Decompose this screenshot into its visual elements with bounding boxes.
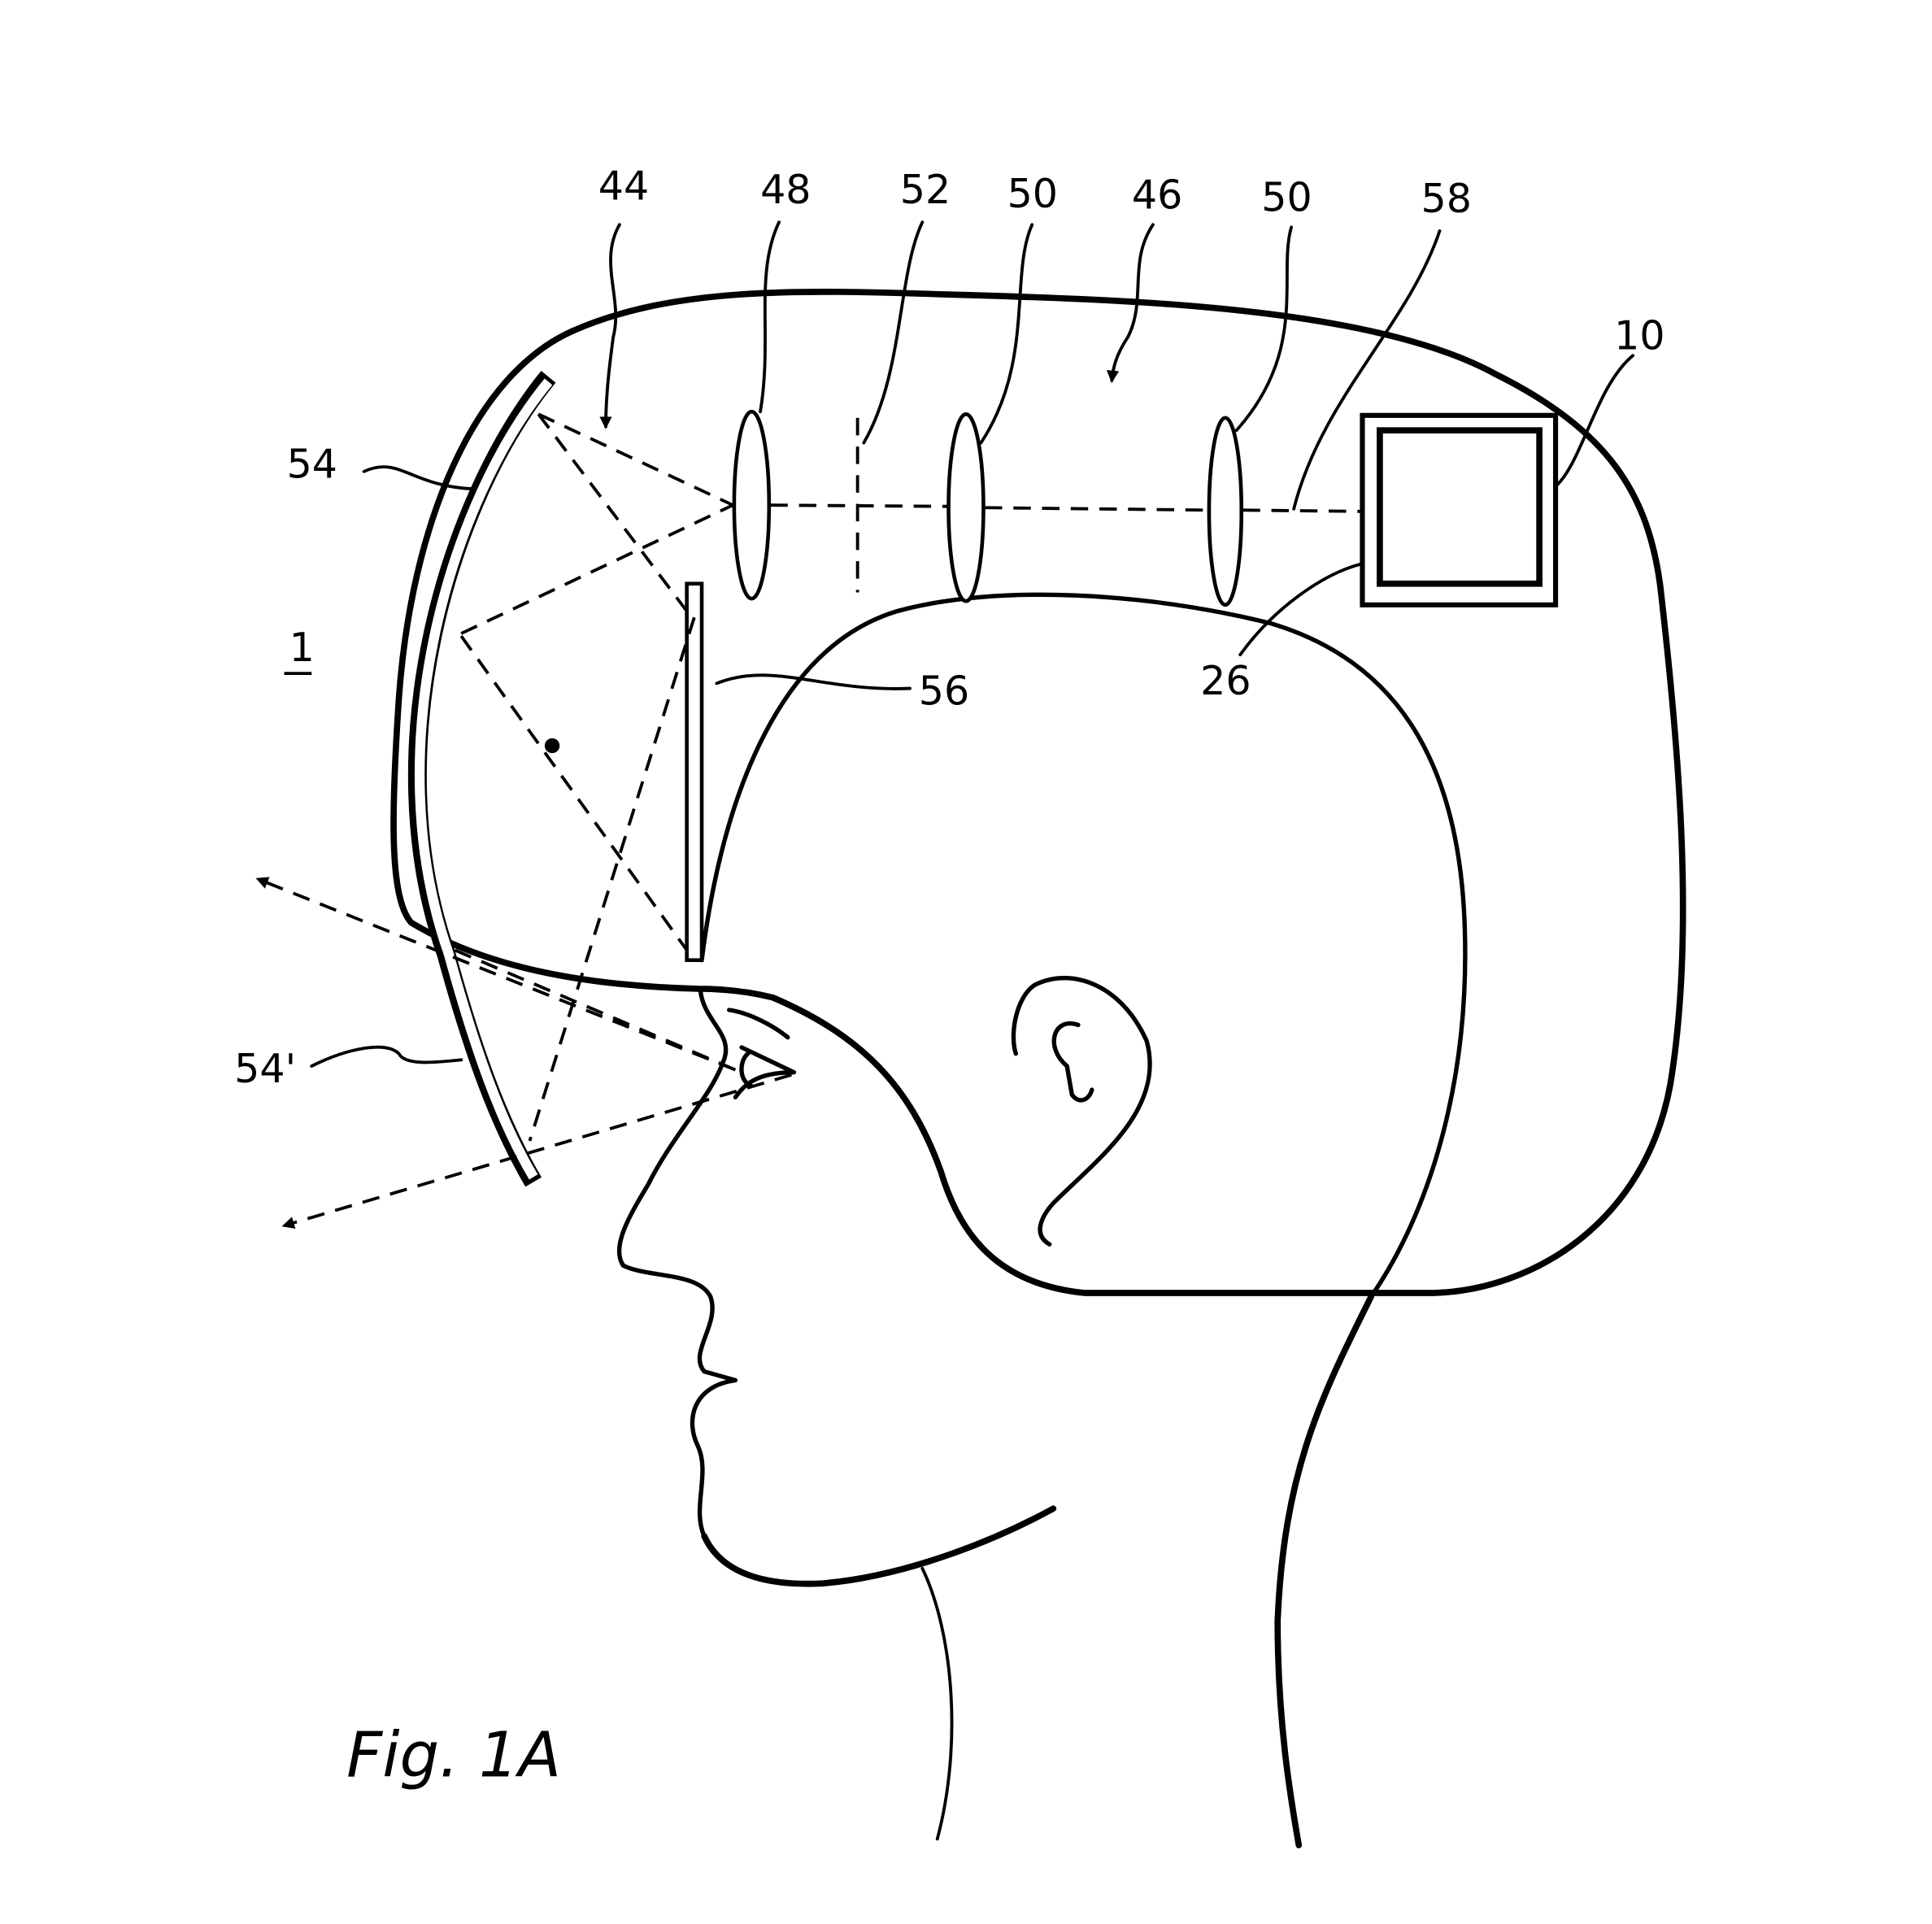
label-48: 48 xyxy=(760,166,811,213)
label-44: 44 xyxy=(598,163,649,210)
label-10: 10 xyxy=(1614,312,1664,359)
label-46: 46 xyxy=(1132,171,1182,218)
figure-title: Fig. 1A xyxy=(346,1720,561,1792)
label-50a: 50 xyxy=(1007,170,1058,217)
lens-50a xyxy=(949,414,984,601)
face-profile xyxy=(619,991,735,1536)
label-56: 56 xyxy=(919,667,969,714)
ear xyxy=(1013,978,1150,1244)
label-54-prime: 54' xyxy=(234,1045,296,1092)
head-outline xyxy=(702,594,1465,1296)
display-screen xyxy=(1380,430,1539,584)
label-58: 58 xyxy=(1421,175,1472,222)
label-54: 54 xyxy=(287,440,337,487)
label-26: 26 xyxy=(1200,657,1251,704)
lens-48 xyxy=(734,411,769,599)
jaw xyxy=(704,1508,1053,1583)
beam-splitter xyxy=(687,584,702,960)
lens-50b xyxy=(1209,418,1242,605)
ear-inner xyxy=(1054,1024,1092,1100)
label-1: 1 xyxy=(289,624,315,671)
label-52: 52 xyxy=(900,166,951,213)
neck-front xyxy=(922,1569,951,1839)
light-rays xyxy=(258,414,791,1225)
neck-back xyxy=(1277,1297,1371,1845)
label-50b: 50 xyxy=(1261,173,1312,220)
optical-axis xyxy=(770,505,950,507)
